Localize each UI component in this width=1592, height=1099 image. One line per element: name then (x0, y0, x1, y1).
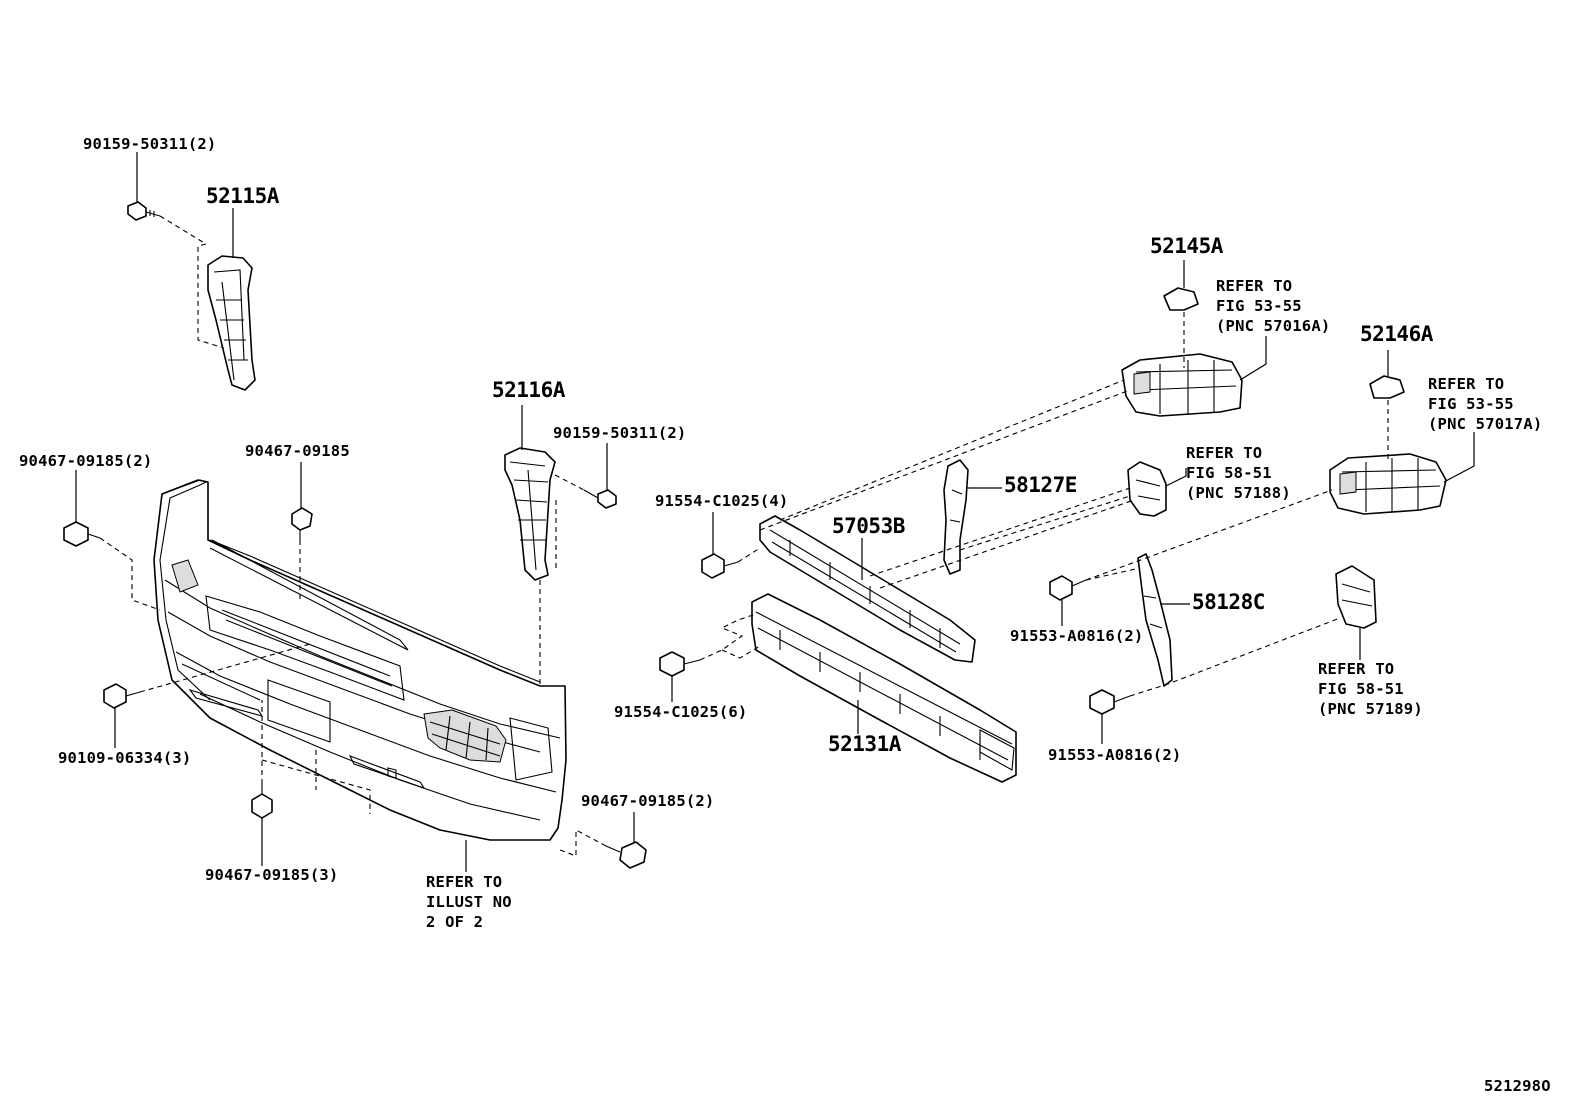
bracket-57188 (1127, 461, 1167, 517)
clip-90467-left (63, 521, 101, 547)
absorber-52131a (751, 593, 1017, 783)
label-52146a: 52146A (1360, 322, 1433, 346)
bracket-52146a (1369, 375, 1405, 399)
figure-id: 521298O (1484, 1077, 1551, 1095)
label-90467-left: 90467-09185(2) (19, 452, 153, 470)
label-52145a: 52145A (1150, 234, 1223, 258)
label-90109: 90109-06334(3) (58, 749, 192, 767)
reinforcement-57053b (759, 515, 976, 663)
screw-90159-left (127, 201, 161, 221)
bracket-52145a (1163, 287, 1199, 311)
note-refer-illust: REFER TO ILLUST NO 2 OF 2 (426, 873, 512, 931)
screw-90109 (103, 683, 141, 709)
bolt-91553-lower (1089, 689, 1131, 715)
label-91554-lower: 91554-C1025(6) (614, 703, 748, 721)
label-90467-right: 90467-09185(2) (581, 792, 715, 810)
lamp-housing-57017a (1329, 453, 1447, 515)
note-refer-57016a: REFER TO FIG 53-55 (PNC 57016A) (1216, 277, 1331, 335)
brace-58128c (1137, 553, 1173, 687)
label-90159-left: 90159-50311(2) (83, 135, 217, 153)
note-refer-57188: REFER TO FIG 58-51 (PNC 57188) (1186, 444, 1291, 502)
bolt-91554-upper (701, 553, 739, 579)
label-90467-bottom: 90467-09185(3) (205, 866, 339, 884)
clip-90467-top (291, 507, 313, 540)
label-57053b: 57053B (832, 514, 905, 538)
label-52116a: 52116A (492, 378, 565, 402)
bolt-91553-upper (1049, 575, 1087, 601)
bumper-cover (153, 479, 567, 841)
bracket-52115a (207, 255, 256, 391)
clip-90467-right (605, 841, 647, 869)
label-58128c: 58128C (1192, 590, 1265, 614)
bolt-91554-lower (659, 651, 701, 677)
label-91553-lower: 91553-A0816(2) (1048, 746, 1182, 764)
label-91553-upper: 91553-A0816(2) (1010, 627, 1144, 645)
label-52115a: 52115A (206, 184, 279, 208)
clip-90467-bottom (251, 784, 273, 819)
note-refer-57189: REFER TO FIG 58-51 (PNC 57189) (1318, 660, 1423, 718)
bracket-57189 (1335, 565, 1377, 629)
label-90159-center: 90159-50311(2) (553, 424, 687, 442)
label-91554-upper: 91554-C1025(4) (655, 492, 789, 510)
brace-58127e (943, 459, 969, 575)
label-90467-top: 90467-09185 (245, 442, 350, 460)
label-52131a: 52131A (828, 732, 901, 756)
label-58127e: 58127E (1004, 473, 1077, 497)
lamp-housing-57016a (1121, 353, 1243, 417)
note-refer-57017a: REFER TO FIG 53-55 (PNC 57017A) (1428, 375, 1543, 433)
screw-90159-center (583, 489, 617, 509)
bracket-52116a (504, 447, 556, 581)
